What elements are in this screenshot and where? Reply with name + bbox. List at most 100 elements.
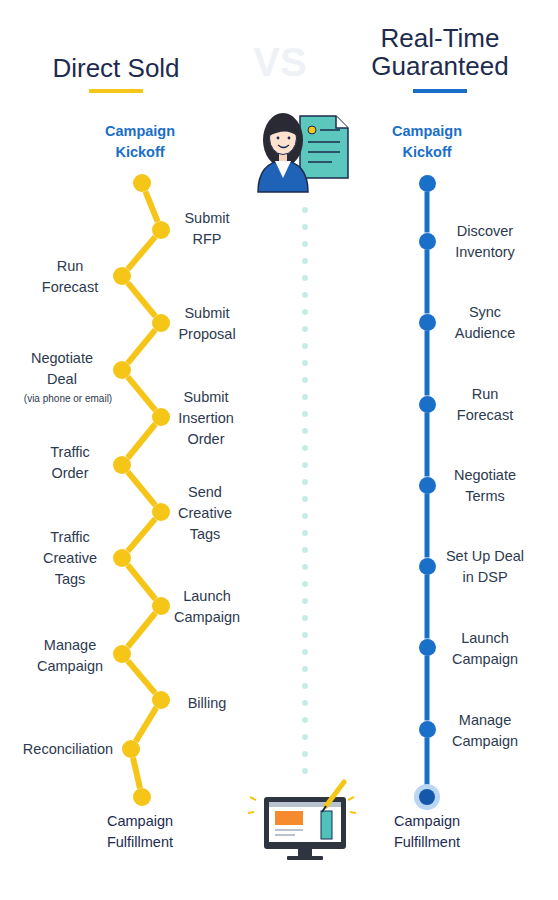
- timeline-segment: [136, 708, 157, 742]
- step-label: Traffic Creative Tags: [38, 527, 103, 590]
- person-icon: [258, 113, 308, 192]
- document-line: [308, 151, 340, 153]
- step-label: Reconciliation: [13, 739, 123, 760]
- step-label: Set Up Deal in DSP: [445, 546, 525, 588]
- timeline-segment: [128, 613, 156, 647]
- step-label: Launch Campaign: [448, 628, 523, 670]
- step-label: Submit RFP: [177, 208, 237, 250]
- screen-bar: [321, 811, 332, 839]
- document-sheet: [300, 116, 348, 178]
- timeline-segment: [425, 250, 430, 314]
- document-line: [320, 129, 340, 131]
- step-dot: Send Creative Tags: [152, 503, 170, 521]
- step-dot: Discover Inventory: [419, 233, 436, 250]
- step-dot: Campaign Fulfillment: [419, 789, 435, 805]
- screen-banner: [275, 811, 303, 825]
- step-dot: Sync Audience: [419, 314, 436, 331]
- timeline-segment: [425, 656, 430, 721]
- timeline-segment: [425, 494, 430, 558]
- dotted-divider: [302, 210, 308, 778]
- document-line: [308, 161, 332, 163]
- timeline-segment: [425, 413, 430, 477]
- step-label: Send Creative Tags: [173, 482, 238, 545]
- pencil-tip: [322, 806, 326, 812]
- step-dot: Run Forecast: [113, 267, 131, 285]
- timeline-segment: [425, 331, 430, 396]
- step-dot: Launch Campaign: [152, 597, 170, 615]
- timeline-segment: [128, 377, 156, 410]
- step-label: Negotiate Terms: [445, 465, 525, 507]
- step-dot: Campaign Kickoff: [133, 174, 151, 192]
- monitor-base: [287, 856, 323, 860]
- step-label: Submit Insertion Order: [171, 387, 241, 450]
- step-dot: Traffic Order: [113, 456, 131, 474]
- step-note: (via phone or email): [0, 392, 138, 405]
- timeline-segment: [128, 565, 156, 599]
- step-label: Campaign Fulfillment: [377, 811, 477, 853]
- document-icon: [300, 116, 348, 178]
- timeline-segment: [128, 330, 156, 363]
- versus-watermark: VS: [220, 40, 340, 84]
- document-seal: [308, 126, 316, 134]
- sparkle: [248, 812, 254, 813]
- step-label: Discover Inventory: [448, 221, 523, 263]
- step-label: Submit Proposal: [172, 303, 242, 345]
- step-dot: Submit Insertion Order: [152, 408, 170, 426]
- step-dot: Manage Campaign: [113, 645, 131, 663]
- step-dot: Campaign Kickoff: [419, 175, 436, 192]
- step-dot: Launch Campaign: [419, 639, 436, 656]
- step-dot: Submit RFP: [152, 221, 170, 239]
- person-smile: [278, 145, 289, 148]
- sparkle: [250, 797, 256, 800]
- timeline-segment: [425, 192, 430, 233]
- step-label: Launch Campaign: [170, 586, 245, 628]
- step-label: Campaign Kickoff: [90, 121, 190, 163]
- step-label: Sync Audience: [450, 302, 520, 344]
- step-dot: Traffic Creative Tags: [113, 549, 131, 567]
- step-label: Manage Campaign: [448, 710, 523, 752]
- timeline-segment: [128, 661, 155, 693]
- timeline-segment: [145, 191, 157, 221]
- column-title: Real-Time Guaranteed: [365, 24, 515, 80]
- document-line: [308, 141, 340, 143]
- monitor-stand: [298, 849, 312, 856]
- step-dot: Negotiate Terms: [419, 477, 436, 494]
- person-jacket: [258, 160, 308, 192]
- title-underline: [89, 89, 143, 93]
- timeline-segment: [133, 758, 140, 788]
- timeline-segment: [425, 575, 430, 639]
- step-dot: Set Up Deal in DSP: [419, 558, 436, 575]
- document-fold: [336, 116, 348, 128]
- step-label: Campaign Fulfillment: [90, 811, 190, 853]
- step-dot: Campaign Fulfillment: [133, 788, 151, 806]
- timeline-segment: [128, 519, 155, 551]
- step-label: Run Forecast: [38, 256, 102, 298]
- step-dot: Submit Proposal: [152, 314, 170, 332]
- step-label: Negotiate Deal: [25, 348, 100, 390]
- step-dot: Reconciliation: [122, 740, 140, 758]
- step-label: Campaign Kickoff: [377, 121, 477, 163]
- step-dot: Manage Campaign: [419, 721, 436, 738]
- timeline-segment: [128, 237, 155, 269]
- step-dot: Negotiate Deal(via phone or email): [113, 361, 131, 379]
- screen-line: [275, 829, 303, 831]
- step-label: Run Forecast: [453, 384, 517, 426]
- step-label: Billing: [172, 693, 242, 714]
- pencil: [326, 782, 344, 806]
- monitor-frame: [264, 797, 346, 849]
- column-title: Direct Sold: [16, 53, 216, 83]
- step-label: Traffic Order: [40, 442, 100, 484]
- title-underline: [413, 89, 467, 93]
- step-dot: Billing: [152, 691, 170, 709]
- screen-line: [275, 834, 295, 836]
- person-eye: [277, 137, 280, 140]
- timeline-segment: [128, 283, 156, 316]
- person-shirt: [275, 161, 291, 178]
- timeline-segment: [128, 424, 156, 458]
- timeline-segment: [425, 738, 430, 790]
- sparkle: [350, 812, 356, 813]
- timeline-segment: [128, 472, 156, 505]
- monitor-screen: [269, 802, 341, 842]
- monitor-icon: [248, 782, 356, 860]
